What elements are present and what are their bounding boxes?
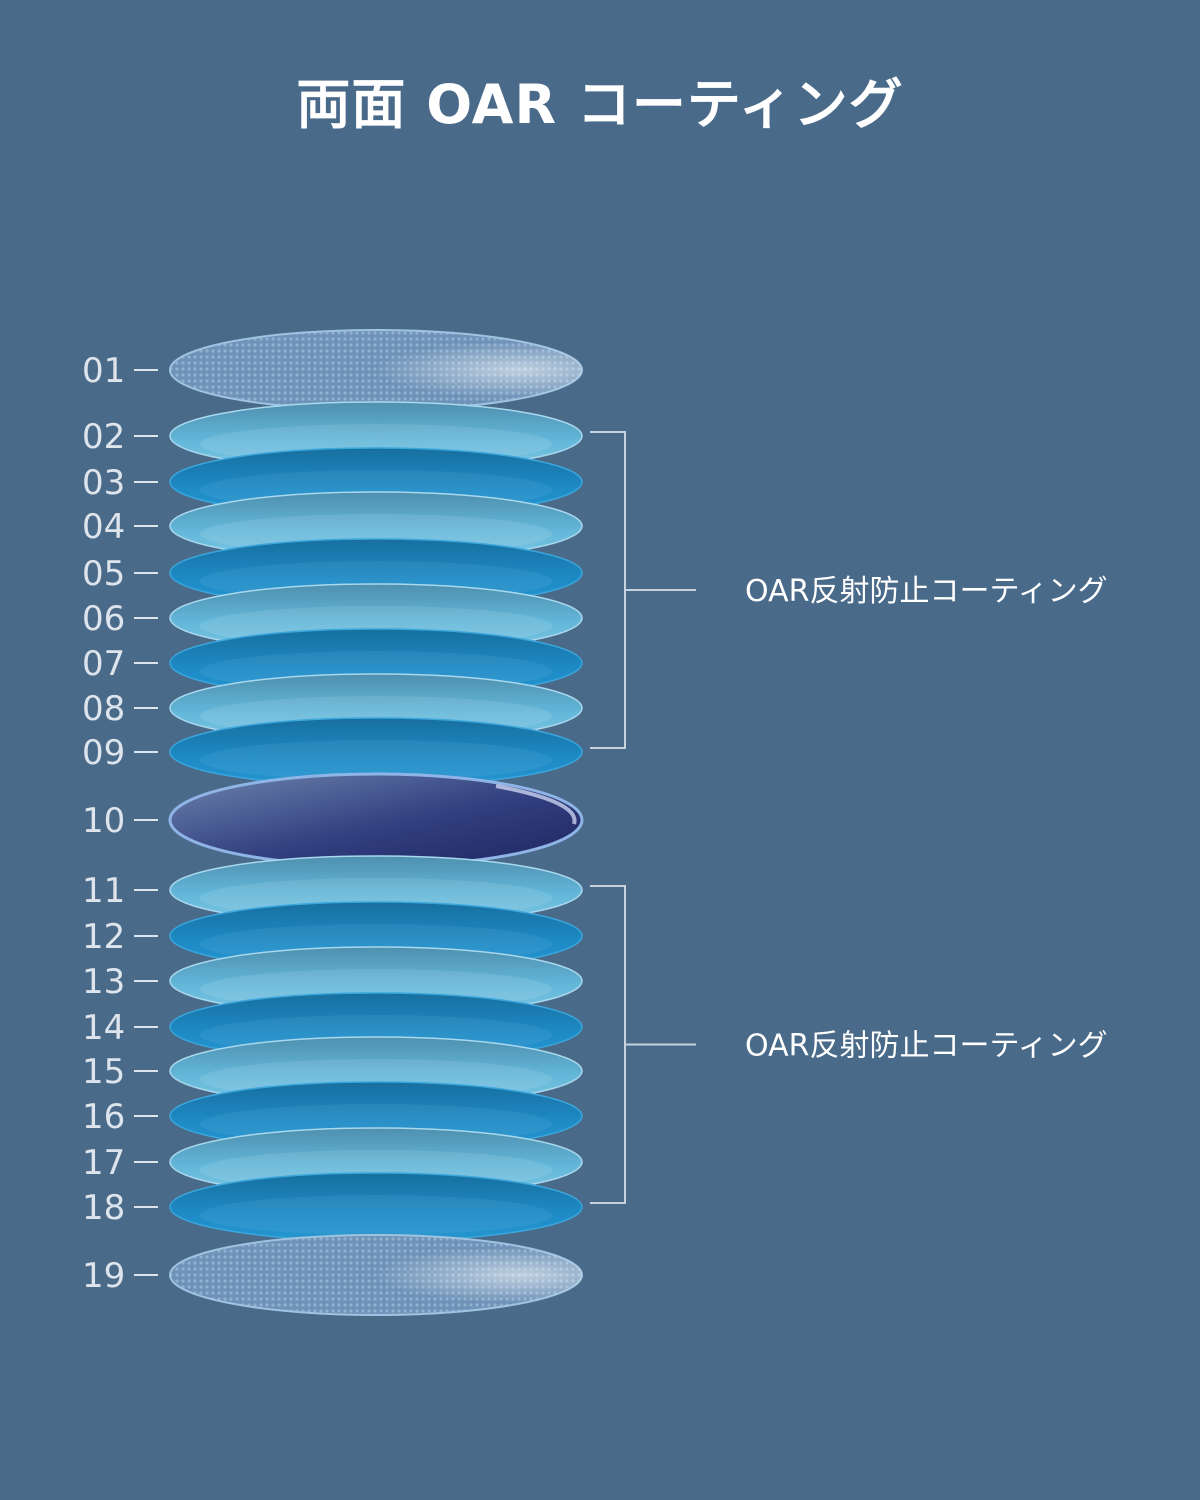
layer-number: 09 [82, 733, 125, 773]
layer-number: 03 [82, 463, 125, 503]
layer-19: 19 [82, 1234, 583, 1316]
layer-number: 04 [82, 507, 125, 547]
layer-18: 18 [82, 1172, 583, 1242]
coating-label: OAR反射防止コーティング [745, 574, 1108, 609]
layer-number: 05 [82, 554, 125, 594]
lens-highlight [495, 784, 577, 825]
layer-number: 18 [82, 1188, 125, 1228]
layer-number: 06 [82, 599, 125, 639]
layer-number: 12 [82, 917, 125, 957]
coating-group-2: OAR反射防止コーティング [590, 885, 1108, 1204]
layer-number: 16 [82, 1097, 125, 1137]
layer-number: 14 [82, 1008, 125, 1048]
layer-number: 01 [82, 351, 125, 391]
layer-number: 13 [82, 962, 125, 1002]
layer-10: 10 [82, 772, 584, 868]
coating-group-1: OAR反射防止コーティング [590, 431, 1108, 749]
layer-sheen [200, 740, 552, 780]
layer-number: 15 [82, 1052, 125, 1092]
layer-number: 11 [82, 871, 125, 911]
layer-01: 01 [82, 329, 583, 411]
layer-sheen [200, 1195, 552, 1235]
bracket [590, 885, 626, 1204]
layer-number: 08 [82, 689, 125, 729]
layer-disc [168, 772, 584, 868]
bracket [590, 431, 626, 749]
layer-shine [170, 330, 582, 410]
coating-label: OAR反射防止コーティング [745, 1029, 1108, 1064]
layer-shine [170, 1235, 582, 1315]
layer-number: 19 [82, 1256, 125, 1296]
layer-number: 17 [82, 1143, 125, 1183]
layer-09: 09 [82, 717, 583, 787]
page-title: 両面 OAR コーティング [296, 73, 904, 136]
brackets-group: OAR反射防止コーティング OAR反射防止コーティング [590, 431, 1108, 1204]
layer-number: 07 [82, 644, 125, 684]
layer-number: 10 [82, 801, 125, 841]
layer-number: 02 [82, 417, 125, 457]
